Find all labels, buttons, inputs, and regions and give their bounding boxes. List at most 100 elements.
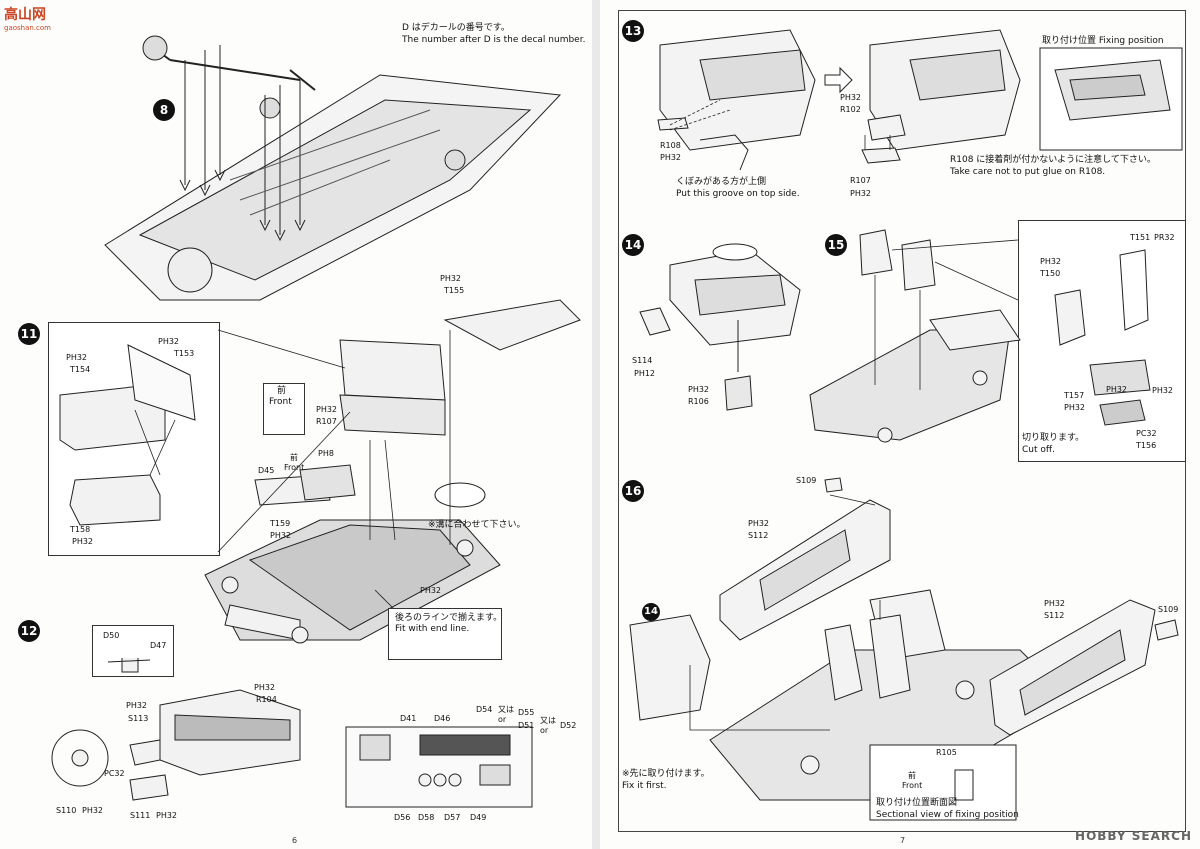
part-label: T151 [1130,233,1151,242]
part-label: S110 [56,806,77,815]
part-label: PH32 [126,701,148,710]
part-label: PH32 [72,537,94,546]
decal-label: D52 [560,721,577,730]
part-label: PH32 [660,153,682,162]
front-label-jp: 前 [290,453,298,462]
part-label: D45 [258,466,275,475]
cut-off-note: 切り取ります。 Cut off. [1022,433,1085,455]
decal-label: D51 [518,721,535,730]
decal-label: D49 [470,813,487,822]
right-page: 13 R108 PH32 PH32 R102 R107 PH32 くぼみがある方… [600,0,1200,849]
part-label: PH32 [1064,403,1086,412]
glue-warning-note: R108 に接着剤が付かないように注意して下さい。 Take care not … [950,155,1156,177]
part-label: S112 [1044,611,1065,620]
part-label: R107 [316,417,337,426]
fix-first-note: ※先に取り付けます。 Fix it first. [622,769,710,791]
part-label: PH32 [1040,257,1062,266]
part-label: PH32 [440,274,462,283]
front-label-en: Front [269,397,292,407]
step-8-badge: 8 [153,99,175,121]
part-label: R106 [688,397,709,406]
decal-label: D41 [400,714,417,723]
part-label: T156 [1136,441,1157,450]
step12-drawing [51,658,533,808]
part-label: PH32 [158,337,180,346]
step-16-badge: 16 [622,480,644,502]
decal-label: D58 [418,813,435,822]
decal-label: D55 [518,708,535,717]
part-label: T154 [70,365,91,374]
watermark-logo-right: HOBBY SEARCH [1075,829,1192,843]
step-14-reference-badge: 14 [642,603,660,621]
part-label: PH32 [66,353,88,362]
decal-label: or [498,715,507,724]
front-label-en: Front [284,463,305,472]
part-label: D47 [150,641,167,650]
page-number-left: 6 [292,836,298,845]
decal-label: 又は [498,705,514,714]
groove-note: ※溝に合わせて下さい。 [428,520,526,530]
decal-label: D57 [444,813,461,822]
page-number-right: 7 [900,836,906,845]
end-line-note-en: Fit with end line. [395,624,470,634]
part-label: PH32 [420,586,442,595]
part-label: PH32 [254,683,276,692]
decal-label: or [540,726,549,735]
part-label: PC32 [104,769,125,778]
step13-drawing [657,29,1183,171]
part-label: S109 [796,476,817,485]
part-label: PH32 [82,806,104,815]
part-label: PH32 [840,93,862,102]
decal-note: D はデカールの番号です。 The number after D is the … [402,23,586,45]
step-14-badge: 14 [622,234,644,256]
part-label: PH32 [1044,599,1066,608]
part-label: D50 [103,631,120,640]
part-label: PH32 [316,405,338,414]
front-label-jp: 前 [908,771,916,780]
decal-label: D46 [434,714,451,723]
step14-drawing [639,243,801,411]
part-label: S109 [1158,605,1179,614]
part-label: S111 [130,811,151,820]
step15-drawing [809,229,1151,443]
part-label: R107 [850,176,871,185]
decal-label: 又は [540,716,556,725]
part-label: S114 [632,356,653,365]
part-label: T153 [174,349,195,358]
part-label: R104 [256,695,277,704]
step16-drawing [629,477,1179,821]
part-label: S113 [128,714,149,723]
front-label-en: Front [902,781,923,790]
part-label: T158 [70,525,91,534]
part-label: T155 [444,286,465,295]
part-label: S112 [748,531,769,540]
end-line-detail-box: 後ろのラインで揃えます。 Fit with end line. [388,608,502,660]
step-13-badge: 13 [622,20,644,42]
step11-front-indicator-box [263,383,305,435]
step11-drawing [59,299,581,644]
part-label: R108 [660,141,681,150]
part-label: T159 [270,519,291,528]
step15-seat-detail-box [1018,220,1186,462]
decal-label: D54 [476,705,493,714]
sectional-view-note: 取り付け位置断面図 Sectional view of fixing posit… [876,798,1019,820]
part-label: PH32 [1152,386,1174,395]
step-15-badge: 15 [825,234,847,256]
watermark-logo-left: 高山网 gaoshan.com [4,7,52,32]
part-label: PC32 [1136,429,1157,438]
left-page: 高山网 gaoshan.com D はデカールの番号です。 The number… [0,0,592,849]
part-label: PH32 [748,519,770,528]
part-label: PH8 [318,449,334,458]
part-label: R102 [840,105,861,114]
step-11-badge: 11 [18,323,40,345]
front-label-jp: 前 [277,386,287,396]
part-label: PH32 [156,811,178,820]
step-12-badge: 12 [18,620,40,642]
step8-chassis-drawing [104,35,562,301]
fixing-position-title: 取り付け位置 Fixing position [1042,36,1164,46]
part-label: T150 [1040,269,1061,278]
part-label: T157 [1064,391,1085,400]
end-line-note-jp: 後ろのラインで揃えます。 [395,613,503,623]
part-label: PH12 [634,369,656,378]
part-label: PH32 [270,531,292,540]
